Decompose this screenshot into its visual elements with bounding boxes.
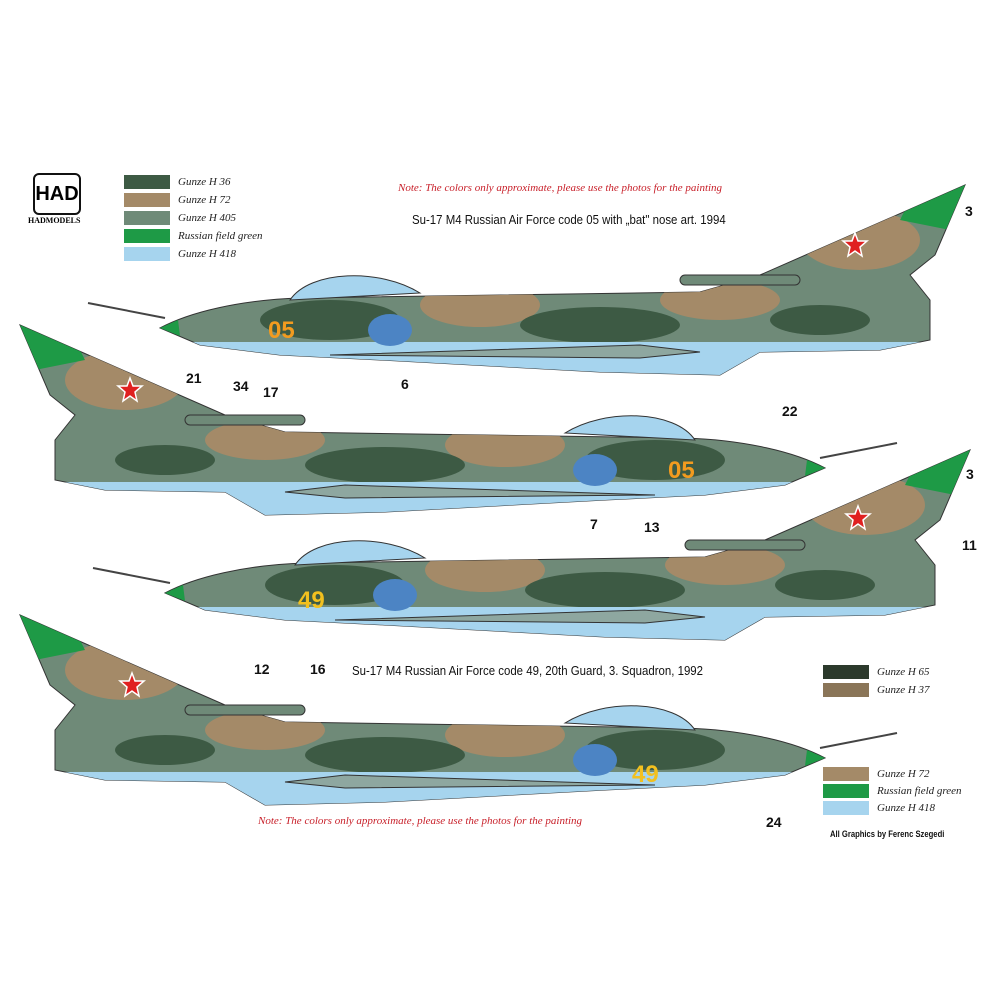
callout: 16 bbox=[310, 661, 326, 677]
callout: 7 bbox=[590, 516, 598, 532]
legend-item: Russian field green bbox=[823, 784, 962, 798]
code-49: 49 bbox=[298, 587, 325, 614]
legend-item: Gunze H 418 bbox=[823, 801, 935, 815]
hadmodels-logo: HAD bbox=[33, 173, 81, 215]
color-note: Note: The colors only approximate, pleas… bbox=[398, 182, 723, 194]
scheme-title: Su-17 M4 Russian Air Force code 49, 20th… bbox=[352, 663, 704, 678]
callout: 13 bbox=[644, 519, 660, 535]
legend-item: Russian field green bbox=[124, 229, 263, 243]
code-05: 05 bbox=[268, 317, 295, 344]
legend-item: Gunze H 405 bbox=[124, 211, 236, 225]
code-49: 49 bbox=[632, 761, 659, 788]
callout: 12 bbox=[254, 661, 270, 677]
callout: 6 bbox=[401, 376, 409, 392]
callout: 3 bbox=[965, 203, 973, 219]
callout: 3 bbox=[966, 466, 974, 482]
callout: 34 bbox=[233, 378, 249, 394]
credit: All Graphics by Ferenc Szegedi bbox=[830, 829, 945, 839]
callout: 21 bbox=[186, 370, 202, 386]
brand-name: HADMODELS bbox=[28, 216, 81, 225]
scheme-title: Su-17 M4 Russian Air Force code 05 with … bbox=[412, 212, 726, 227]
callout: 11 bbox=[962, 537, 977, 553]
legend-item: Gunze H 65 bbox=[823, 665, 930, 679]
legend-item: Gunze H 72 bbox=[823, 767, 930, 781]
legend-item: Gunze H 36 bbox=[124, 175, 231, 189]
callout: 24 bbox=[766, 814, 782, 830]
profile-49-right bbox=[10, 610, 897, 832]
color-note: Note: The colors only approximate, pleas… bbox=[258, 815, 583, 827]
legend-item: Gunze H 418 bbox=[124, 247, 236, 261]
callout: 17 bbox=[263, 384, 279, 400]
legend-item: Gunze H 72 bbox=[124, 193, 231, 207]
legend-item: Gunze H 37 bbox=[823, 683, 930, 697]
code-05: 05 bbox=[668, 457, 695, 484]
callout: 22 bbox=[782, 403, 798, 419]
